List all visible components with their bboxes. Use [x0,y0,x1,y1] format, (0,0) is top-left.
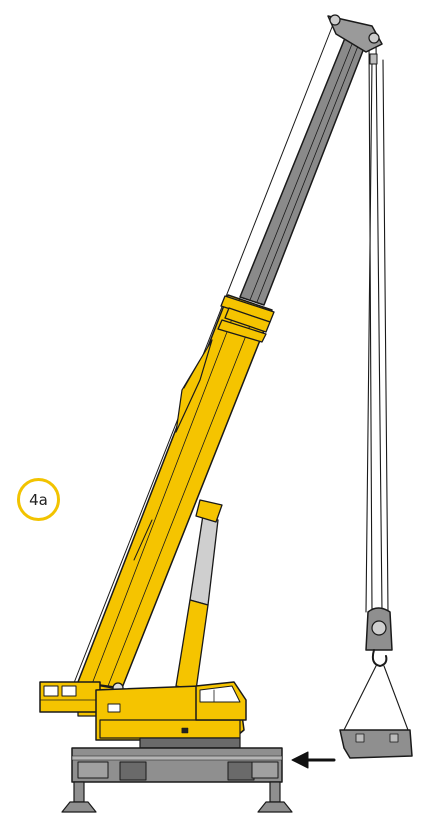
carrier-frame [71,747,283,783]
boom-lower-section [77,294,273,689]
load-slings [343,665,409,731]
suspended-load [339,729,413,759]
boom-collar [217,295,275,343]
hook-block [365,607,393,667]
step-badge: 4a [17,478,60,521]
operator-cab [195,681,247,721]
direction-arrow [291,751,336,769]
boom-head [327,14,383,65]
outrigger-left [61,781,97,813]
hoist-rope [365,41,389,613]
outrigger-right [257,781,293,813]
rear-counterweight [39,681,101,713]
slewing-ring [139,737,241,749]
luffing-cylinder [175,499,223,691]
step-label: 4a [29,490,48,509]
